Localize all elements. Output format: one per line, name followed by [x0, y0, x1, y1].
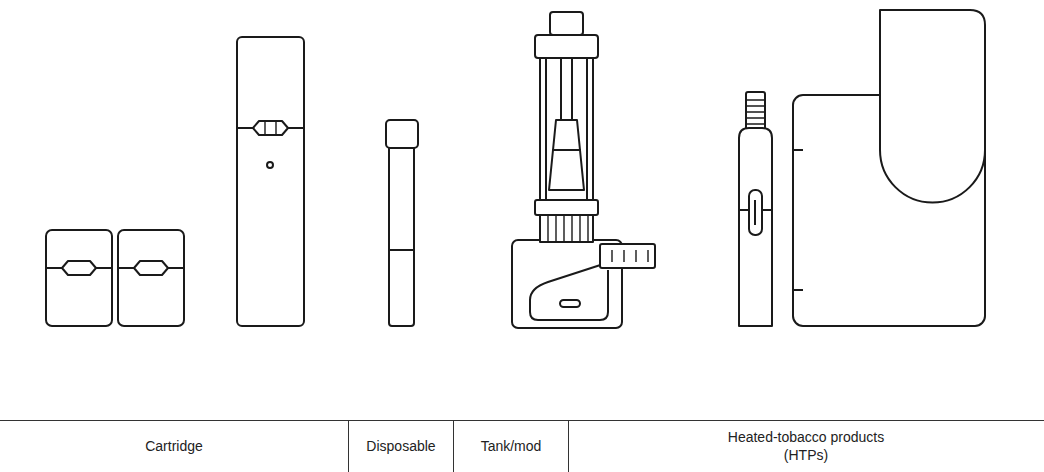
cartridge-pod	[46, 230, 112, 326]
table-cell: Disposable	[351, 437, 451, 455]
table-cell: Cartridge	[14, 437, 334, 455]
table-cell: Tank/mod	[456, 437, 566, 455]
cartridge-pod	[118, 230, 184, 326]
htp-charger	[793, 10, 985, 326]
tank-mod-device	[512, 12, 655, 328]
pod-device	[237, 37, 304, 326]
htp-heater-pen	[739, 92, 772, 326]
table-cell: Heated-tobacco products (HTPs)	[716, 428, 896, 464]
table-rules	[0, 420, 1044, 472]
disposable-device	[386, 120, 418, 326]
